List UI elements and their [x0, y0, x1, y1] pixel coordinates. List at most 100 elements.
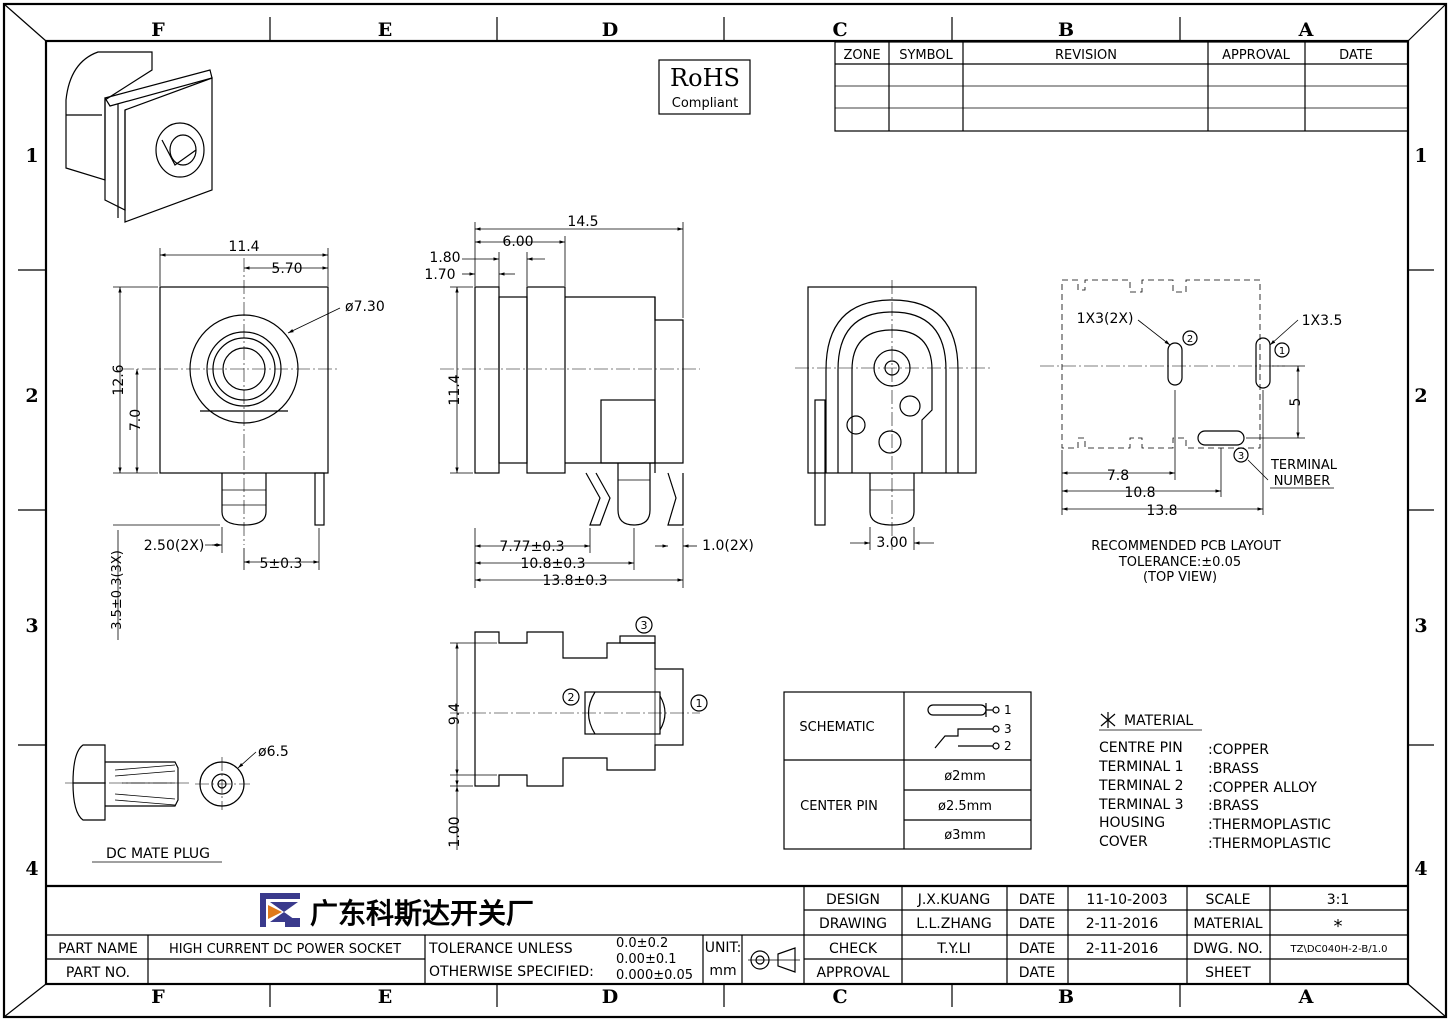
design-value: J.X.KUANG [917, 892, 991, 908]
pcb-circle-2: 2 [1187, 334, 1193, 345]
dim-front-diameter: ø7.30 [345, 299, 385, 315]
pcb-terminal-label-1: TERMINAL [1270, 458, 1338, 473]
pcb-slot2-label: 1X3(2X) [1077, 311, 1134, 327]
company-name: 广东科斯达开关厂 [310, 897, 534, 930]
dim-front-half-width: 5.70 [271, 261, 302, 277]
dim-front-center-height: 7.0 [128, 409, 144, 431]
material-value-3: :BRASS [1208, 798, 1259, 814]
dim-rear-pin-width: 3.00 [876, 535, 907, 551]
unit-label: UNIT: [705, 940, 742, 956]
unit-value: mm [709, 963, 736, 979]
rohs-compliant-text: Compliant [672, 96, 738, 111]
drawing-date: 2-11-2016 [1086, 916, 1159, 932]
date-label-3: DATE [1019, 941, 1055, 957]
zone-bottom-b: B [1058, 986, 1074, 1008]
schematic-pin-1: 1 [1004, 703, 1012, 717]
side-view: 14.5 6.00 1.80 1.70 11.4 7.77±0.3 10.8±0… [424, 214, 753, 589]
zone-bottom-e: E [378, 986, 392, 1008]
drawing-label: DRAWING [819, 916, 887, 932]
projection-symbol-icon [748, 947, 800, 973]
schematic-label: SCHEMATIC [799, 720, 874, 735]
check-label: CHECK [829, 941, 878, 957]
part-no-label: PART NO. [66, 965, 130, 981]
dim-front-width: 11.4 [228, 239, 259, 255]
date-label-2: DATE [1019, 916, 1055, 932]
pcb-terminal-label-2: NUMBER [1274, 474, 1331, 489]
material-title: MATERIAL [1124, 713, 1193, 729]
part-name-label: PART NAME [58, 941, 138, 957]
material-part-1: TERMINAL 1 [1098, 759, 1184, 775]
pcb-slot1-label: 1X3.5 [1302, 313, 1343, 329]
schematic-pin-2: 2 [1004, 739, 1012, 753]
rev-header-date: DATE [1339, 48, 1373, 63]
dim-front-pin-spacing: 2.50(2X) [144, 538, 205, 554]
tolerance-a: 0.0±0.2 [616, 936, 668, 951]
pin-size-2-5mm: ø2.5mm [938, 799, 992, 814]
tolerance-b: 0.00±0.1 [616, 952, 677, 967]
schematic-pin-3: 3 [1004, 722, 1012, 736]
material-part-0: CENTRE PIN [1099, 740, 1183, 756]
company-logo [260, 893, 300, 927]
dim-front-pin-offset: 5±0.3 [260, 556, 303, 572]
tolerance-line-1: TOLERANCE UNLESS [428, 941, 573, 957]
zone-right-1: 1 [1414, 145, 1427, 167]
zone-left-3: 3 [25, 615, 38, 637]
material-value-1: :BRASS [1208, 761, 1259, 777]
design-label: DESIGN [826, 892, 880, 908]
rohs-text: RoHS [670, 64, 740, 92]
zone-top-c: C [832, 19, 847, 41]
dim-side-height: 11.4 [447, 374, 463, 405]
material-list: MATERIAL CENTRE PIN :COPPER TERMINAL 1 :… [1098, 712, 1331, 852]
dim-side-pin1: 7.77±0.3 [499, 539, 564, 555]
pcb-dim-3: 13.8 [1146, 503, 1177, 519]
pcb-caption-2: TOLERANCE:±0.05 [1118, 555, 1241, 570]
bottom-circle-3: 3 [641, 619, 648, 632]
asterisk-icon [1100, 712, 1116, 728]
material-part-3: TERMINAL 3 [1098, 797, 1184, 813]
design-date: 11-10-2003 [1086, 892, 1167, 908]
zone-top-e: E [378, 19, 392, 41]
zone-right-3: 3 [1414, 615, 1427, 637]
pcb-circle-3: 3 [1238, 451, 1244, 462]
dc-mate-plug: ø6.5 DC MATE PLUG [65, 744, 289, 863]
plug-label: DC MATE PLUG [106, 846, 210, 862]
zone-left-4: 4 [25, 858, 38, 880]
zone-bottom-f: F [151, 986, 165, 1008]
rev-header-zone: ZONE [843, 48, 880, 63]
zone-bottom-d: D [602, 986, 618, 1008]
pcb-caption-1: RECOMMENDED PCB LAYOUT [1091, 539, 1281, 554]
zone-top-f: F [151, 19, 165, 41]
pcb-dim-2: 10.8 [1124, 485, 1155, 501]
dim-front-height: 12.6 [111, 364, 127, 395]
pcb-vertical-dim: 5 [1288, 398, 1304, 407]
rev-header-revision: REVISION [1055, 48, 1117, 63]
dwg-no-label: DWG. NO. [1193, 941, 1263, 957]
front-view: 11.4 5.70 ø7.30 12.6 7.0 2.50(2X) 3.5±0.… [110, 239, 385, 640]
dim-bottom-height: 9.4 [447, 703, 463, 725]
bottom-circle-1: 1 [696, 697, 703, 710]
material-part-4: HOUSING [1099, 815, 1165, 831]
dim-front-pin-length: 3.5±0.3(3X) [110, 550, 125, 630]
sheet-label: SHEET [1205, 965, 1251, 981]
material-part-2: TERMINAL 2 [1098, 778, 1184, 794]
date-label-1: DATE [1019, 892, 1055, 908]
rev-header-symbol: SYMBOL [899, 48, 953, 63]
material-value-4: :THERMOPLASTIC [1208, 817, 1331, 833]
material-value-0: :COPPER [1208, 742, 1269, 758]
drawing-value: L.L.ZHANG [916, 916, 992, 932]
material-value: * [1334, 916, 1343, 937]
date-label-4: DATE [1019, 965, 1055, 981]
zone-top-d: D [602, 19, 618, 41]
material-value-5: :THERMOPLASTIC [1208, 836, 1331, 852]
zone-right-4: 4 [1414, 858, 1427, 880]
zone-left-2: 2 [25, 385, 38, 407]
scale-label: SCALE [1206, 892, 1251, 908]
center-pin-label: CENTER PIN [800, 799, 878, 814]
zone-top-a: A [1298, 19, 1314, 41]
pin-size-3mm: ø3mm [944, 828, 986, 843]
pcb-caption-3: (TOP VIEW) [1143, 570, 1217, 585]
pcb-dim-1: 7.8 [1107, 468, 1129, 484]
zone-top-b: B [1058, 19, 1074, 41]
